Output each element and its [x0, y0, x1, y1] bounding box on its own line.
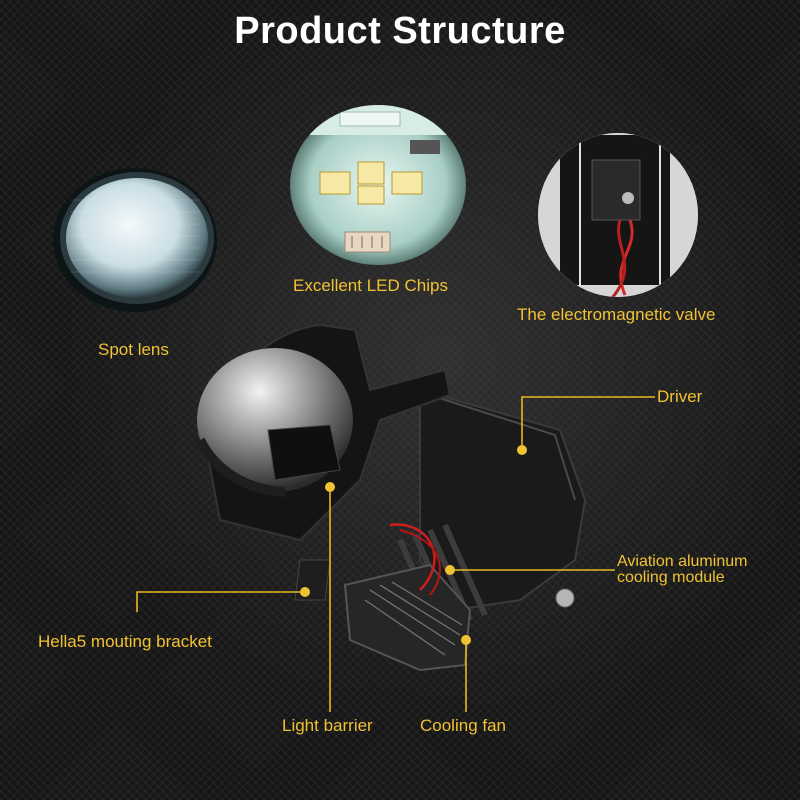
electromagnetic-valve-image: [538, 133, 698, 297]
led-chips-label: Excellent LED Chips: [293, 276, 448, 295]
light-barrier-label: Light barrier: [282, 716, 373, 735]
leader-lines: [136, 396, 655, 712]
cooling-fan-label: Cooling fan: [420, 716, 507, 735]
cooling-module-label-line1: Aviation aluminum: [617, 553, 748, 570]
cooling-module-label-line2: cooling module: [617, 569, 725, 586]
spot-lens-label: Spot lens: [98, 340, 169, 359]
page-title: Product Structure: [234, 10, 566, 52]
led-chips-image: [290, 105, 466, 265]
callout-dots: [300, 445, 527, 645]
spot-lens-image: [53, 168, 217, 312]
driver-label: Driver: [657, 387, 703, 406]
electromagnetic-valve-label: The electromagnetic valve: [517, 305, 716, 324]
projector-assembly: [195, 323, 587, 672]
bracket-label: Hella5 mouting bracket: [38, 632, 212, 651]
